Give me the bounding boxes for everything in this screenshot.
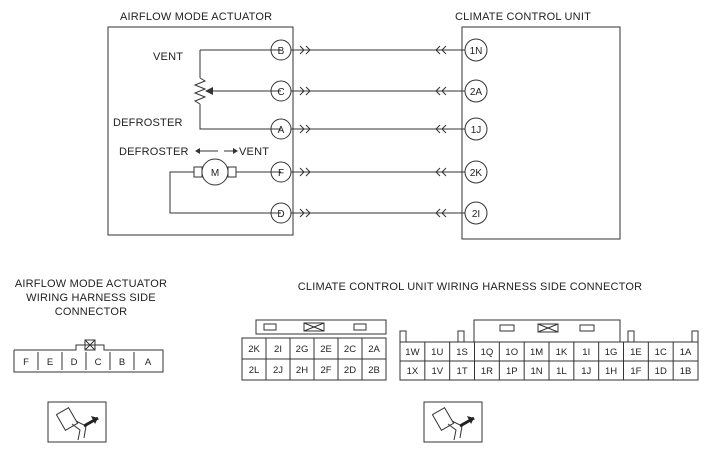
ccu-conn-a-cell: 2K	[248, 344, 260, 355]
ccu-conn-a-cell: 2H	[296, 365, 308, 376]
ccu-conn-b-cell: 1L	[556, 366, 567, 377]
actuator-connector: F E D C B A	[13, 339, 164, 373]
defroster-direction-label: DEFROSTER	[119, 146, 189, 158]
ccu-conn-b-cell: 1R	[481, 366, 493, 377]
ccu-connector-b: 1W 1U 1S 1Q 1O 1M 1K 1I 1G 1E 1C 1A 1X 1V 1T 1R 1P 1N 1L 1J…	[399, 319, 699, 381]
ccu-conn-b-cell: 1A	[680, 347, 692, 358]
actuator-pin: A	[278, 125, 285, 136]
ccu-conn-b-cell: 1U	[431, 347, 443, 358]
potentiometer-icon	[193, 49, 281, 130]
ccu-conn-a-cell: 2A	[368, 344, 380, 355]
connector-chevron-icon	[305, 167, 311, 177]
ccu-conn-b-cell: 1G	[605, 347, 618, 358]
ccu-conn-title: CLIMATE CONTROL UNIT WIRING HARNESS SIDE…	[298, 281, 643, 293]
connector-chevron-icon	[441, 45, 447, 55]
ccu-conn-b-cell: 1F	[630, 366, 641, 377]
motor-label: M	[211, 168, 219, 179]
ccu-conn-b-cell: 1D	[655, 366, 667, 377]
vent-label: VENT	[153, 51, 183, 63]
ccu-conn-b-cell: 1O	[505, 347, 518, 358]
ccu-pin: 2A	[470, 87, 483, 98]
ccu-conn-b-cell: 1J	[581, 366, 591, 377]
actuator-pin: B	[278, 46, 285, 57]
actuator-conn-cell: D	[71, 357, 78, 368]
ccu-conn-b-cell: 1S	[456, 347, 468, 358]
ccu-conn-a-cell: 2D	[344, 365, 356, 376]
ccu-conn-b-cell: 1H	[605, 366, 617, 377]
direction-arrow-icon	[195, 148, 238, 154]
ccu-conn-b-cell: 1X	[407, 366, 419, 377]
connector-chevron-icon	[299, 124, 305, 134]
ccu-pin: 2K	[470, 168, 483, 179]
ccu-conn-b-cell: 1I	[582, 347, 590, 358]
ccu-conn-a-cell: 2F	[320, 365, 331, 376]
ccu-conn-b-cell: 1K	[556, 347, 568, 358]
actuator-pin: C	[277, 87, 284, 98]
ccu-box	[461, 26, 621, 240]
ccu-conn-a-cell: 2C	[344, 344, 356, 355]
actuator-title: AIRFLOW MODE ACTUATOR	[120, 11, 272, 23]
motor-icon	[169, 158, 281, 214]
ccu-conn-a-cell: 2I	[274, 344, 282, 355]
actuator-box	[107, 26, 294, 236]
actuator-conn-cell: F	[23, 357, 29, 368]
ccu-pin: 1J	[471, 125, 482, 136]
actuator-conn-label-1: AIRFLOW MODE ACTUATOR	[15, 278, 167, 290]
actuator-conn-cell: C	[95, 357, 102, 368]
actuator-pins: B C A F D	[270, 39, 292, 224]
connector-chevron-icon	[435, 208, 441, 218]
actuator-pin: F	[278, 168, 284, 179]
ccu-conn-b-cell: 1M	[530, 347, 543, 358]
connector-chevron-icon	[441, 167, 447, 177]
connector-chevron-icon	[441, 86, 447, 96]
connector-chevron-icon	[299, 45, 305, 55]
connector-chevron-icon	[299, 86, 305, 96]
connector-chevron-icon	[441, 124, 447, 134]
ccu-pin: 2I	[472, 209, 480, 220]
ccu-conn-b-cell: 1E	[630, 347, 642, 358]
ccu-conn-b-cell: 1Q	[481, 347, 494, 358]
connector-chevron-icon	[305, 208, 311, 218]
ccu-conn-a-cell: 2L	[249, 365, 260, 376]
ccu-conn-b-cell: 1B	[680, 366, 692, 377]
connector-chevron-icon	[305, 86, 311, 96]
actuator-pin: D	[277, 209, 284, 220]
actuator-conn-label-2: WIRING HARNESS SIDE	[26, 292, 156, 304]
actuator-conn-label-3: CONNECTOR	[55, 306, 128, 318]
connector-chevron-icon	[299, 167, 305, 177]
connector-chevron-icon	[299, 208, 305, 218]
ccu-pin: 1N	[470, 46, 483, 57]
actuator-conn-cell: B	[119, 357, 125, 368]
ccu-conn-a-cell: 2J	[273, 365, 283, 376]
connector-view-icon	[47, 401, 107, 443]
ccu-conn-b-cell: 1N	[531, 366, 543, 377]
connector-chevron-icon	[305, 124, 311, 134]
ccu-conn-b-cell: 1T	[457, 366, 468, 377]
connector-chevron-icon	[435, 124, 441, 134]
actuator-conn-cell: A	[145, 357, 152, 368]
actuator-conn-cell: E	[47, 357, 53, 368]
vent-direction-label: VENT	[239, 146, 269, 158]
ccu-connector-a: 2K 2I 2G 2E 2C 2A 2L 2J 2H 2F 2D 2B	[241, 319, 387, 381]
connector-chevron-icon	[305, 45, 311, 55]
wires	[291, 45, 465, 218]
defroster-label: DEFROSTER	[113, 117, 183, 129]
ccu-conn-b-cell: 1V	[431, 366, 443, 377]
connector-chevron-icon	[435, 167, 441, 177]
ccu-conn-a-cell: 2G	[296, 344, 309, 355]
ccu-title: CLIMATE CONTROL UNIT	[455, 11, 591, 23]
ccu-pins: 1N 2A 1J 2K 2I	[464, 38, 488, 225]
ccu-conn-b-cell: 1W	[405, 347, 419, 358]
ccu-conn-b-cell: 1P	[506, 366, 518, 377]
ccu-conn-a-cell: 2B	[368, 365, 380, 376]
connector-view-icon	[423, 401, 483, 443]
connector-chevron-icon	[441, 208, 447, 218]
connector-chevron-icon	[435, 86, 441, 96]
ccu-conn-a-cell: 2E	[320, 344, 332, 355]
connector-chevron-icon	[435, 45, 441, 55]
ccu-conn-b-cell: 1C	[655, 347, 667, 358]
